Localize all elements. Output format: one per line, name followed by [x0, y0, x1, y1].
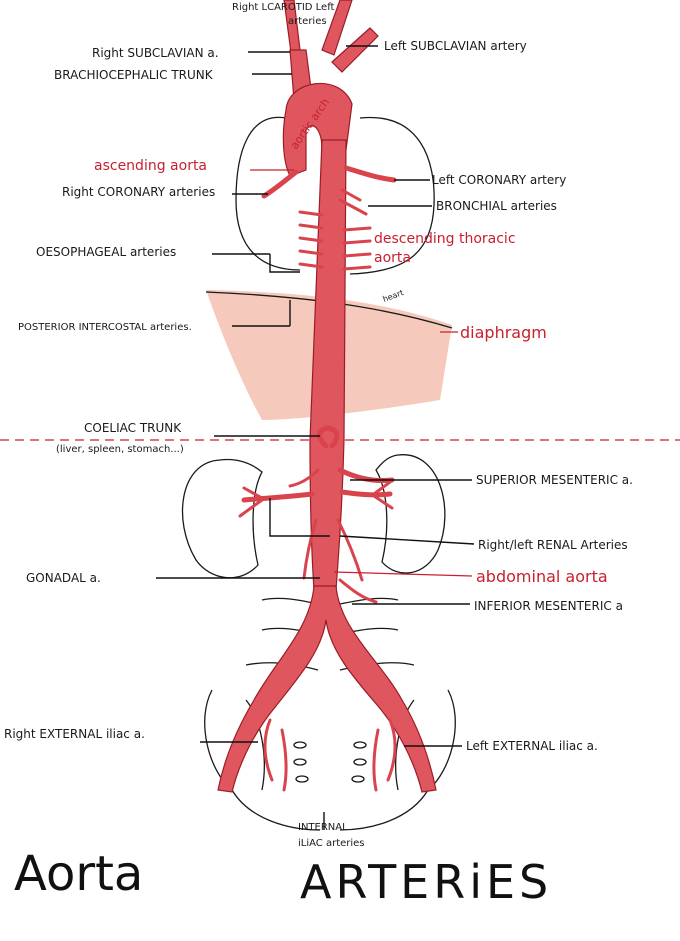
label-bronchial: BRONCHIAL arteries — [436, 199, 557, 213]
label-inferior-mesenteric: INFERIOR MESENTERIC a — [474, 599, 623, 613]
sacral-foramina — [293, 741, 367, 783]
label-gonadal: GONADAL a. — [26, 571, 101, 585]
leader-lines — [156, 45, 475, 830]
label-left-external-iliac: Left EXTERNAL iliac a. — [466, 739, 598, 753]
label-coeliac-sub: (liver, spleen, stomach...) — [56, 444, 184, 455]
label-superior-mesenteric: SUPERIOR MESENTERIC a. — [476, 473, 633, 487]
label-right-coronary: Right CORONARY arteries — [62, 185, 215, 199]
label-internal: INTERNAL — [298, 822, 348, 833]
label-oesophageal: OESOPHAGEAL arteries — [36, 245, 176, 259]
label-right-external-iliac: Right EXTERNAL iliac a. — [4, 727, 145, 741]
lung-outline-right — [349, 116, 435, 275]
kidney-left — [375, 454, 446, 574]
label-renal: Right/left RENAL Arteries — [478, 538, 628, 552]
label-right-subclavian: Right SUBCLAVIAN a. — [92, 46, 219, 60]
label-diaphragm: diaphragm — [460, 323, 547, 342]
title-arteries: ARTERiES — [300, 855, 552, 909]
label-brachiocephalic: BRACHIOCEPHALIC TRUNK — [54, 68, 214, 82]
label-carotid: Right LCAROTID Left — [232, 2, 335, 13]
kidney-right — [181, 458, 263, 579]
label-posterior-intercostal: POSTERIOR INTERCOSTAL arteries. — [18, 322, 192, 333]
lung-outline-left — [235, 116, 301, 271]
label-descending-thoracic: descending thoracic — [374, 231, 516, 247]
label-coeliac-trunk: COELIAC TRUNK — [84, 421, 182, 435]
label-heart: heart — [382, 288, 405, 304]
label-descending-aorta: aorta — [374, 250, 411, 266]
label-left-coronary: Left CORONARY artery — [432, 173, 566, 187]
title-aorta: Aorta — [14, 846, 143, 902]
label-abdominal-aorta: abdominal aorta — [476, 567, 608, 586]
aorta-vessel — [217, 0, 437, 793]
label-carotid-arteries: arteries — [288, 16, 327, 27]
label-ascending-aorta: ascending aorta — [94, 158, 207, 174]
label-iliac-arteries: iLiAC arteries — [298, 838, 365, 849]
label-left-subclavian: Left SUBCLAVIAN artery — [384, 39, 527, 53]
